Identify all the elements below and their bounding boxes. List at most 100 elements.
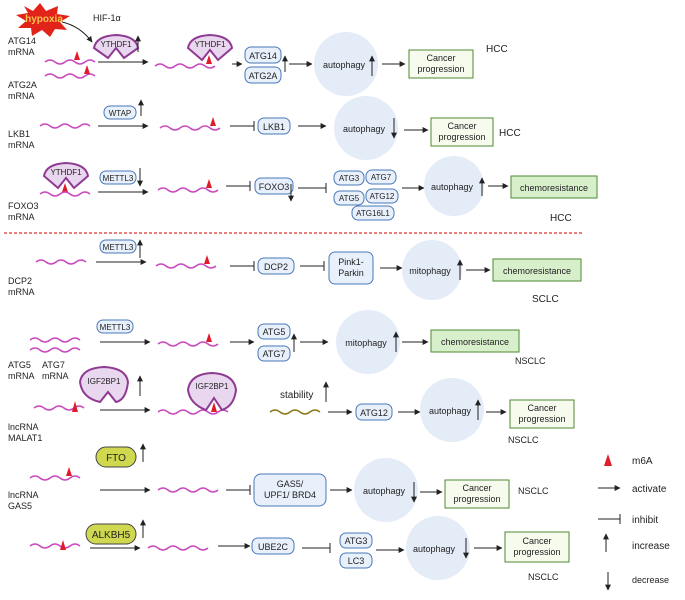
rna-wave-ube2c-mod	[147, 545, 209, 551]
rna-wave-atg7	[29, 347, 81, 353]
target-pink1-parkin	[328, 251, 374, 285]
legend-m6a-icon	[604, 454, 612, 466]
writer-mettl3-label: METTL3	[103, 243, 134, 252]
hypoxia-arrow	[61, 21, 93, 43]
hypoxia-label: hypoxia	[25, 14, 63, 25]
rna-label-atg7-line1: ATG7	[42, 360, 65, 370]
outcome-box	[444, 479, 510, 509]
disease-label: NSCLC	[508, 435, 539, 445]
eraser-alkbh5-label: ALKBH5	[92, 530, 131, 541]
outcome-box	[430, 117, 494, 147]
m6a-mark	[206, 179, 212, 188]
m6a-mark	[72, 401, 78, 412]
gas5-line2: UPF1/ BRD4	[264, 490, 316, 500]
target-atg2a	[244, 66, 282, 84]
process-label: autophagy	[429, 406, 472, 416]
process-label: autophagy	[431, 182, 474, 192]
m6a-mark	[211, 402, 217, 412]
outcome-box	[504, 531, 570, 563]
rna-label-lkb1-line2: mRNA	[8, 140, 35, 150]
cluster-atg12-label: ATG12	[370, 192, 395, 201]
writer-wtap	[103, 105, 137, 120]
rna-wave-ube2c	[29, 543, 81, 549]
disease-label: HCC	[499, 128, 521, 139]
rna-wave-foxo3-mod	[157, 187, 219, 193]
outcome-line1: Cancer	[447, 121, 476, 131]
process-bubble	[420, 378, 484, 442]
rna-label-malat1-line1: lncRNA	[8, 422, 39, 432]
process-bubble	[336, 310, 400, 374]
disease-label: HCC	[486, 44, 508, 55]
reader-ythdf1-shape	[42, 161, 90, 190]
process-bubble	[406, 516, 470, 580]
pink1-line2: Parkin	[338, 268, 364, 278]
outcome-label: chemoresistance	[503, 266, 571, 276]
rna-label-foxo3-line2: mRNA	[8, 212, 35, 222]
legend-increase-label: increase	[632, 541, 670, 552]
process-bubble	[334, 96, 398, 160]
disease-label: NSCLC	[518, 486, 549, 496]
outcome-line2: progression	[453, 494, 500, 504]
rna-label-atg14-line1: ATG14	[8, 36, 36, 46]
m6a-mark	[206, 333, 212, 342]
target-ube2c	[251, 537, 295, 555]
target-atg5	[257, 323, 291, 340]
rna-wave-bound	[154, 63, 216, 69]
writer-wtap-label: WTAP	[109, 109, 132, 118]
rna-label-atg5-line2: mRNA	[8, 371, 35, 381]
outcome-label: chemoresistance	[441, 337, 509, 347]
writer-mettl3	[99, 239, 137, 254]
target-ube2c-label: UBE2C	[258, 542, 289, 552]
target-atg14	[244, 46, 282, 64]
rna-wave-atg14	[44, 59, 96, 65]
rna-wave-dcp2	[35, 259, 87, 265]
rna-wave-malat1-stable	[269, 409, 321, 415]
rna-label-gas5-line2: GAS5	[8, 501, 32, 511]
target-lc3	[339, 552, 373, 569]
rna-wave-gas5-mod	[157, 487, 219, 493]
target-atg12-label: ATG12	[360, 408, 388, 418]
process-label: mitophagy	[345, 338, 387, 348]
rna-wave-malat1-mod	[157, 409, 229, 415]
rna-label-malat1-line2: MALAT1	[8, 433, 42, 443]
process-label: autophagy	[343, 124, 386, 134]
outcome-box	[408, 49, 474, 79]
rna-label-lkb1-line1: LKB1	[8, 129, 30, 139]
writer-mettl3	[99, 170, 137, 185]
reader-ythdf1-bound-label: YTHDF1	[194, 40, 226, 49]
cluster-atg16l1	[351, 205, 395, 221]
process-label: autophagy	[323, 60, 366, 70]
m6a-mark	[66, 467, 72, 476]
rna-label-atg2a-line1: ATG2A	[8, 80, 37, 90]
cluster-atg5	[333, 190, 365, 206]
process-label: autophagy	[413, 544, 456, 554]
legend-decrease-label: decrease	[632, 575, 669, 585]
reader-igf2bp1-bound-shape	[186, 371, 238, 412]
reader-igf2bp1-bound-label: IGF2BP1	[196, 382, 229, 391]
eraser-fto	[95, 446, 137, 468]
pink1-line1: Pink1-	[338, 257, 364, 267]
process-label: mitophagy	[409, 266, 451, 276]
outcome-label: chemoresistance	[520, 183, 588, 193]
m6a-mark	[84, 65, 90, 74]
disease-label: SCLC	[532, 294, 559, 305]
rna-wave-atg2a	[44, 73, 96, 79]
outcome-box-chemoresistance	[430, 329, 520, 353]
hif1a-label: HIF-1α	[93, 13, 121, 23]
